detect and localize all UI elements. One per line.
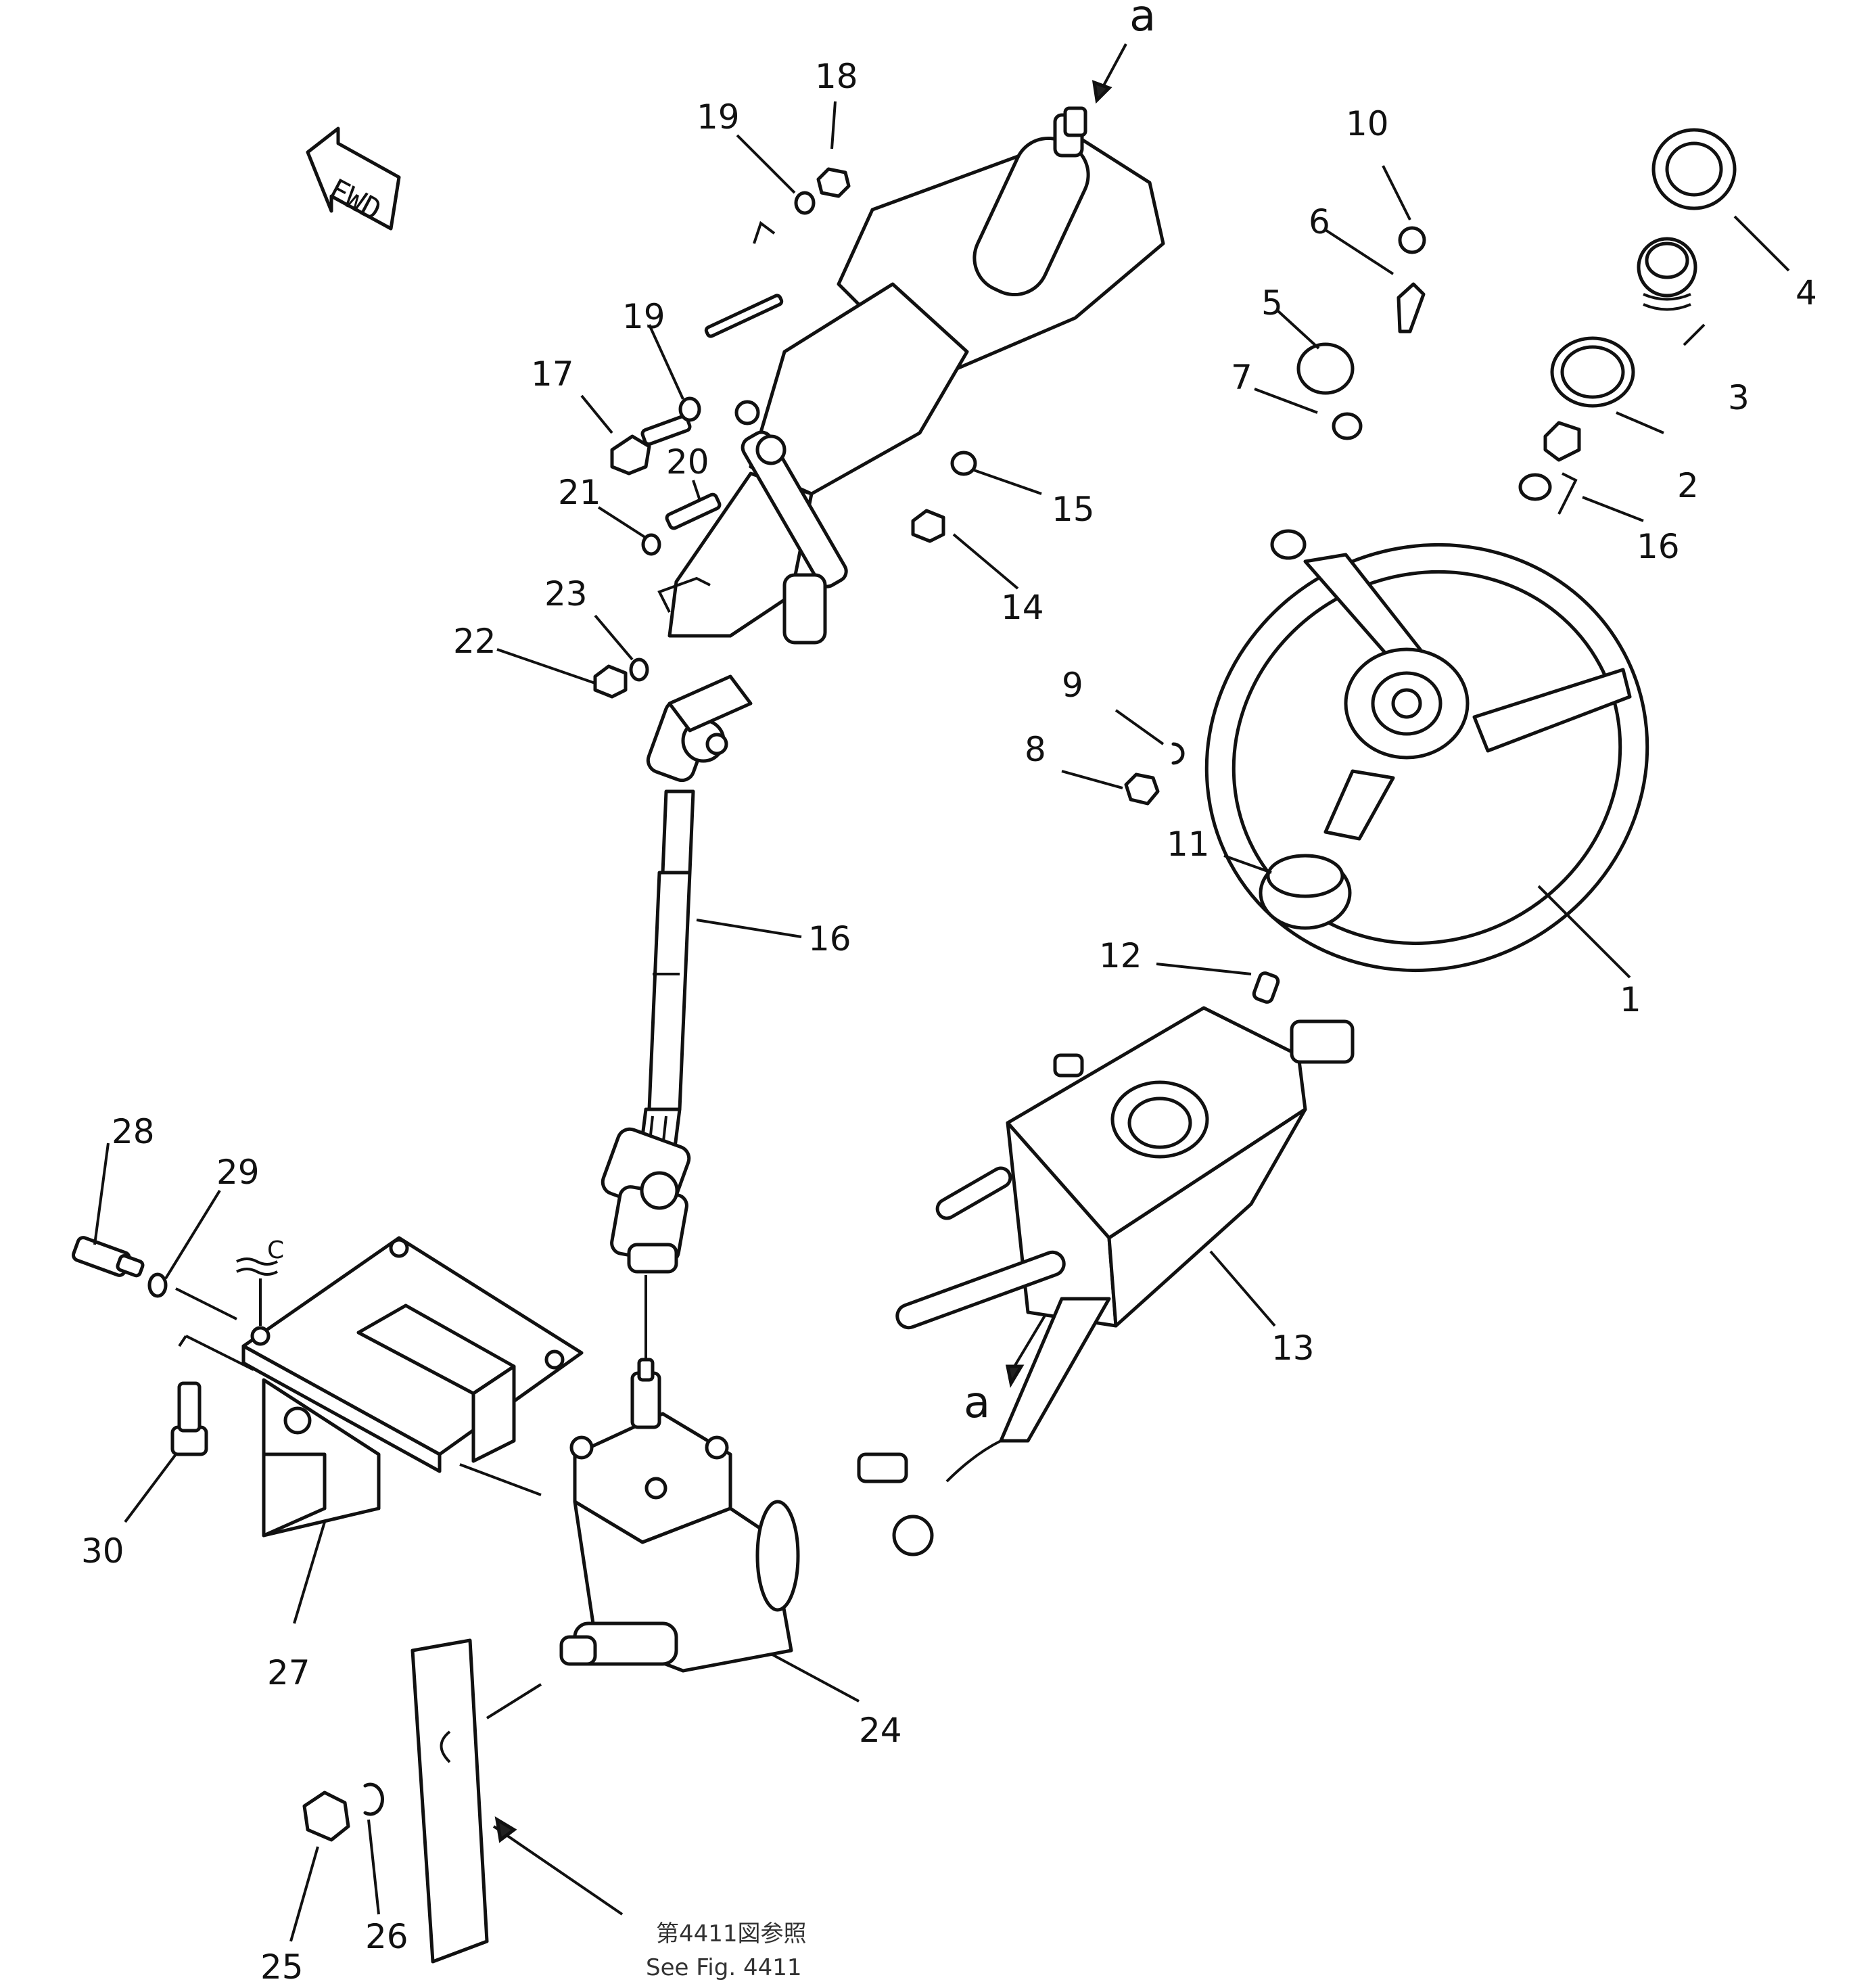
bracket-16: [1557, 472, 1578, 515]
callout-1: 1: [1620, 980, 1641, 1019]
callout-4: 4: [1796, 273, 1817, 313]
callout-5: 5: [1261, 283, 1283, 323]
callout-14: 14: [1001, 588, 1044, 627]
horn-parts: [1518, 128, 1737, 501]
bolt-28-axis-line: [175, 1287, 237, 1320]
callout-21: 21: [558, 473, 601, 512]
steering-wheel: [1204, 529, 1649, 973]
callout-12: 12: [1099, 936, 1142, 975]
callout-11: 11: [1167, 825, 1210, 864]
callout-30: 30: [81, 1531, 124, 1571]
steering-column-head: [857, 1006, 1355, 1556]
callout-18: 18: [815, 57, 858, 96]
callout-6: 6: [1309, 202, 1330, 241]
arrow-a-top-icon: [1092, 80, 1112, 104]
arrow-a-bottom-icon: [1005, 1364, 1025, 1388]
callout-13: 13: [1271, 1329, 1315, 1368]
steering-gearbox: [559, 1358, 800, 1673]
mounting-bracket: [241, 1236, 584, 1538]
pitman-nut-parts: [302, 1782, 384, 1842]
callout-3: 3: [1728, 378, 1750, 417]
bracket-20-21: [657, 576, 711, 613]
callout-7: 7: [1231, 358, 1252, 397]
column-bolts: [593, 167, 977, 699]
wheel-nut-parts: [1124, 742, 1185, 806]
lower-universal-joint: [601, 1127, 691, 1274]
mark-c: C: [267, 1237, 284, 1264]
callout-25: 25: [260, 1947, 304, 1986]
cancel-cam-parts: [1252, 854, 1352, 1004]
callout-19-mid: 19: [622, 297, 665, 336]
callout-23: 23: [544, 574, 588, 614]
callout-16-right: 16: [1637, 527, 1680, 566]
callout-9: 9: [1062, 666, 1083, 705]
upper-universal-joint: [646, 674, 753, 783]
steering-column-upper: [667, 106, 1165, 645]
mark-a-bottom: a: [964, 1378, 990, 1428]
mark-a-top: a: [1129, 0, 1156, 41]
bracket-18-19: [753, 221, 776, 244]
mark-a-top-line: [1101, 43, 1127, 89]
callout-24: 24: [859, 1711, 902, 1750]
callout-8: 8: [1025, 730, 1046, 769]
bracket-28-30: [178, 1335, 254, 1371]
mark-a-bottom-line: [1013, 1314, 1046, 1368]
callout-16-shaft: 16: [808, 919, 851, 959]
callout-29: 29: [216, 1153, 260, 1192]
callout-17: 17: [531, 354, 574, 394]
bracket-to-gearbox-line: [459, 1463, 542, 1496]
callout-10: 10: [1346, 104, 1389, 143]
callout-19-top: 19: [697, 97, 740, 137]
c-mark-symbol: [236, 1257, 278, 1326]
reference-note-en: See Fig. 4411: [646, 1954, 801, 1981]
intermediate-shaft: [637, 789, 695, 1165]
callout-26: 26: [365, 1917, 408, 1956]
callout-15: 15: [1052, 490, 1095, 529]
callout-2: 2: [1677, 466, 1699, 505]
bracket-bolts: [72, 1236, 208, 1456]
callout-28: 28: [112, 1112, 155, 1151]
callout-22: 22: [453, 622, 496, 661]
ref-arrow-icon: [494, 1816, 517, 1843]
callout-27: 27: [267, 1653, 310, 1692]
reference-note-jp: 第4411図参照: [656, 1920, 807, 1947]
callout-20: 20: [666, 442, 709, 482]
fwd-arrow-icon: FWD: [306, 126, 401, 231]
center-cap-parts: [1296, 226, 1426, 440]
pitman-arm: [411, 1638, 542, 1964]
